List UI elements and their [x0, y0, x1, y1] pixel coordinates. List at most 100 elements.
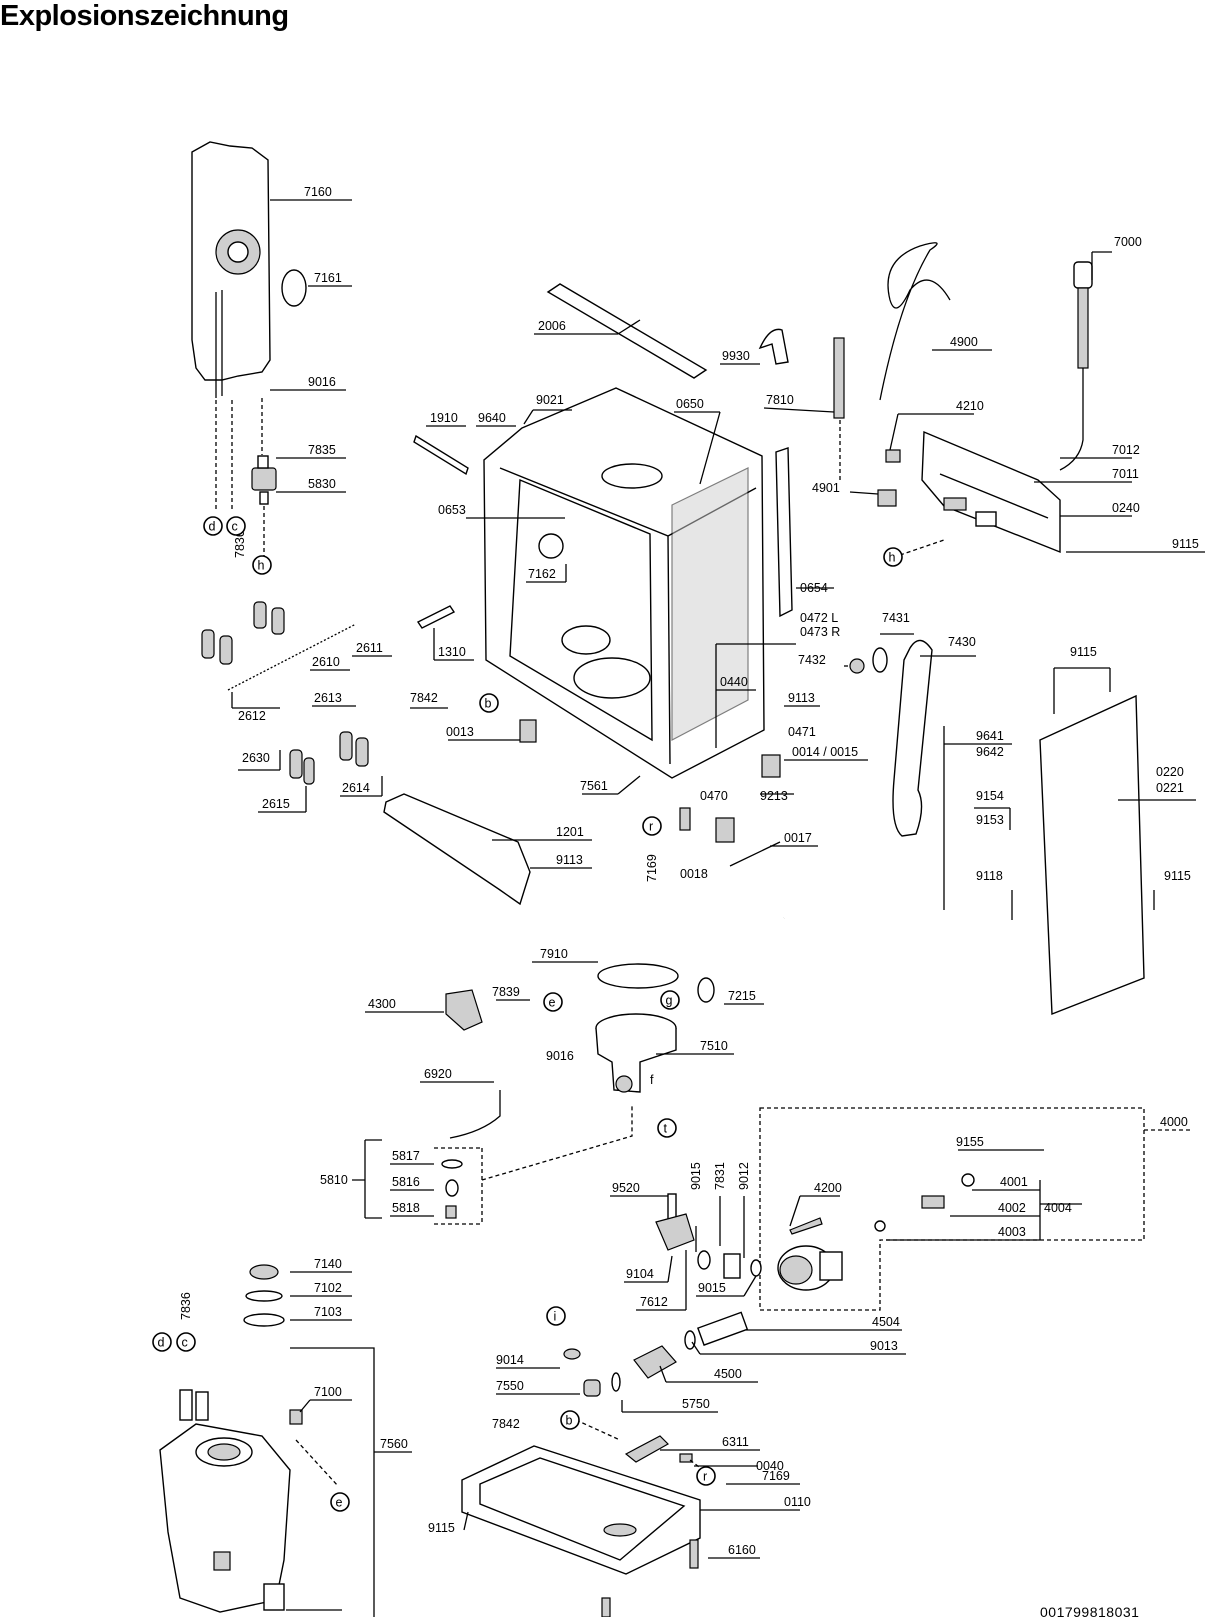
part-7160-heater-plate [191, 141, 271, 398]
label-2614: 2614 [342, 781, 370, 795]
marker-c-lower: c [176, 1332, 196, 1352]
marker-d-lower: d [152, 1332, 172, 1352]
label-7432: 7432 [798, 653, 826, 667]
label-7102: 7102 [314, 1281, 342, 1295]
label-0013: 0013 [446, 725, 474, 739]
label-2615: 2615 [262, 797, 290, 811]
part-6920 [449, 1090, 501, 1139]
label-9115-base: 9115 [428, 1521, 455, 1535]
svg-text:h: h [258, 559, 265, 573]
svg-text:c: c [232, 520, 238, 534]
label-9016: 9016 [308, 375, 336, 389]
part-5810-group [352, 1139, 483, 1225]
label-2612: 2612 [238, 709, 266, 723]
label-9113-upper: 9113 [788, 691, 815, 705]
label-9104: 9104 [626, 1267, 654, 1281]
label-9155: 9155 [956, 1135, 984, 1149]
label-9021: 9021 [536, 393, 564, 407]
page-title: Explosionszeichnung [0, 0, 289, 32]
label-7012: 7012 [1112, 443, 1140, 457]
svg-text:e: e [549, 996, 556, 1010]
label-4004: 4004 [1044, 1201, 1072, 1215]
label-4200: 4200 [814, 1181, 842, 1195]
label-9012: 9012 [737, 1162, 751, 1190]
label-9016-sump: 9016 [546, 1049, 574, 1063]
svg-text:e: e [336, 1496, 343, 1510]
label-9153: 9153 [976, 813, 1004, 827]
leader-lines [231, 199, 1205, 1611]
label-7160: 7160 [304, 185, 332, 199]
label-9640: 9640 [478, 411, 506, 425]
label-9642: 9642 [976, 745, 1004, 759]
label-4500: 4500 [714, 1367, 742, 1381]
part-5750 [289, 1409, 303, 1425]
label-0018: 0018 [680, 867, 708, 881]
part-7000-hose [1059, 261, 1093, 471]
part-7161-ring [281, 269, 307, 307]
label-9641: 9641 [976, 729, 1004, 743]
svg-text:f: f [650, 1073, 654, 1087]
part-7169-upper [679, 807, 691, 831]
label-7000: 7000 [1114, 235, 1142, 249]
label-6920: 6920 [424, 1067, 452, 1081]
label-7612: 7612 [640, 1295, 668, 1309]
label-7510: 7510 [700, 1039, 728, 1053]
label-group: 7160 7161 9016 7835 5830 7836 2006 9930 … [179, 185, 1199, 1557]
label-7842-lower: 7842 [492, 1417, 520, 1431]
svg-text:c: c [182, 1336, 188, 1350]
label-4003: 4003 [998, 1225, 1026, 1239]
label-7161: 7161 [314, 271, 342, 285]
label-7561: 7561 [580, 779, 608, 793]
label-6311: 0040 [756, 1459, 784, 1473]
label-1310: 1310 [438, 645, 466, 659]
svg-text:d: d [158, 1336, 165, 1350]
label-9115-side: 9115 [1164, 869, 1191, 883]
label-4900: 4900 [950, 335, 978, 349]
part-0110-lower [601, 1597, 611, 1617]
part-4200 [789, 1217, 823, 1235]
label-7215: 7215 [728, 989, 756, 1003]
label-2613: 2613 [314, 691, 342, 705]
part-7432 [849, 658, 865, 674]
label-4901: 4901 [812, 481, 840, 495]
label-0110: 6160 [728, 1543, 756, 1557]
svg-text:i: i [554, 1310, 557, 1324]
label-7169-upper: 7169 [645, 854, 659, 882]
part-0018 [715, 817, 735, 843]
label-4210: 4210 [956, 399, 984, 413]
part-0040-base [461, 1445, 701, 1575]
marker-g: g [660, 990, 680, 1010]
part-1910-seal [413, 434, 469, 476]
marker-d-upper: d [203, 516, 223, 536]
part-7431 [872, 647, 888, 673]
svg-text:b: b [566, 1414, 573, 1428]
svg-text:g: g [666, 994, 673, 1008]
label-9520: 9520 [612, 1181, 640, 1195]
part-4000-group-box [759, 1107, 1145, 1311]
part-0013 [519, 719, 537, 743]
part-7910-ring [597, 963, 679, 989]
marker-r-upper: r [642, 816, 662, 836]
label-7839: 7839 [492, 985, 520, 999]
label-9115-top: 9115 [1070, 645, 1097, 659]
label-1910: 1910 [430, 411, 458, 425]
part-0220-panel [1039, 694, 1145, 1016]
label-5818: 5818 [392, 1201, 420, 1215]
label-0017: 0017 [784, 831, 812, 845]
label-2610: 2610 [312, 655, 340, 669]
marker-h-right: h [883, 547, 903, 567]
label-9014: 9014 [496, 1353, 524, 1367]
part-7430-seal [892, 639, 933, 837]
svg-text:r: r [649, 820, 653, 834]
label-0221: 0221 [1156, 781, 1184, 795]
marker-c-upper: c [226, 516, 246, 536]
part-5830-valve [251, 455, 277, 505]
part-6160 [263, 1583, 285, 1611]
label-0014-0015: 0014 / 0015 [792, 745, 858, 759]
part-tub-body [483, 387, 765, 779]
marker-h-left: h [252, 555, 272, 575]
svg-text:t: t [664, 1122, 668, 1136]
label-9115-panel: 9115 [1172, 537, 1199, 551]
part-7100-bracket [290, 1347, 375, 1617]
